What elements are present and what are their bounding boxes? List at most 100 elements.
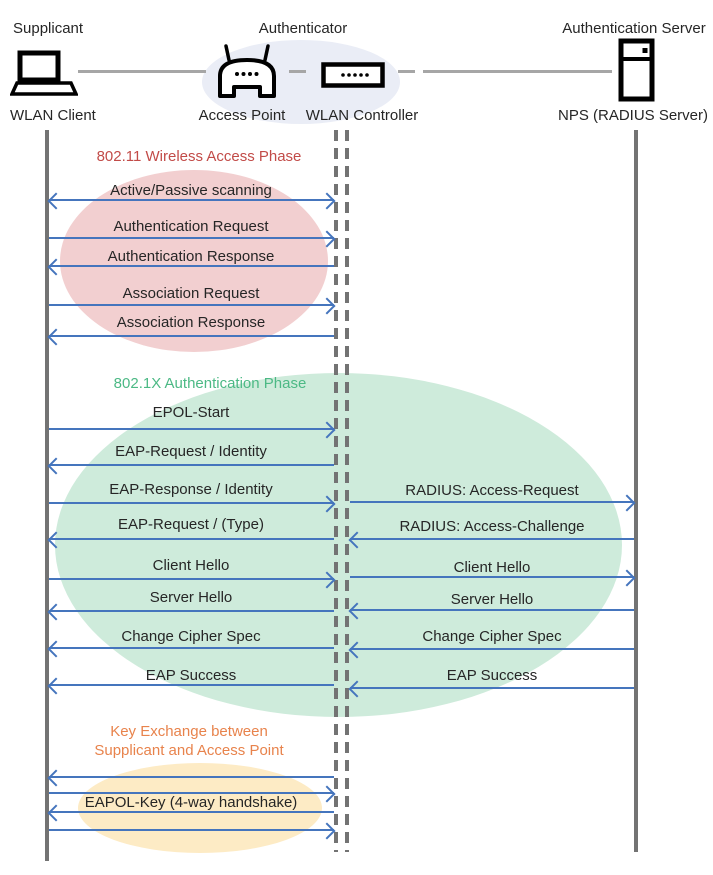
arrow-line <box>49 578 334 580</box>
wlan-controller-lifeline-a <box>334 130 338 852</box>
message-arrow <box>49 297 336 315</box>
device-label-access-point: Access Point <box>198 107 286 124</box>
phase-title-line: Supplicant and Access Point <box>94 742 284 759</box>
arrowhead-right-icon <box>618 494 636 512</box>
message-arrow <box>49 571 336 589</box>
message-label: RADIUS: Access-Challenge <box>399 518 585 535</box>
wlan-controller-icon <box>321 62 385 88</box>
role-label-authenticator: Authenticator <box>258 20 348 37</box>
message-label: Change Cipher Spec <box>121 628 261 645</box>
message-label: EAP Success <box>145 667 237 684</box>
message-label: Server Hello <box>450 591 534 608</box>
arrow-line <box>350 609 634 611</box>
arrowhead-right-icon <box>618 569 636 587</box>
message-arrow <box>47 804 334 822</box>
phase-8021x-ellipse <box>55 373 622 717</box>
message-label: Authentication Request <box>113 218 269 235</box>
arrow-line <box>49 428 334 430</box>
message-arrow <box>47 328 334 346</box>
message-label: EAPOL-Key (4-way handshake) <box>84 794 298 811</box>
arrowhead-right-icon <box>318 192 336 210</box>
wlan-controller-lifeline-b <box>345 130 349 852</box>
message-label: EAP-Request / (Type) <box>118 516 264 533</box>
arrowhead-left-icon <box>47 640 65 658</box>
arrow-line <box>350 576 634 578</box>
message-label: EPOL-Start <box>152 404 230 421</box>
message-arrow <box>47 192 336 210</box>
message-arrow <box>49 785 336 803</box>
arrow-line <box>49 811 334 813</box>
message-label: EAP-Request / Identity <box>115 443 267 460</box>
message-arrow <box>47 603 334 621</box>
arrowhead-left-icon <box>47 457 65 475</box>
phase-title-line: 802.11 Wireless Access Phase <box>96 148 302 165</box>
message-label: EAP Success <box>446 667 538 684</box>
message-arrow <box>49 822 336 840</box>
arrow-line <box>350 648 634 650</box>
arrow-line <box>350 538 634 540</box>
message-label: Active/Passive scanning <box>110 182 272 199</box>
arrowhead-left-icon <box>47 192 65 210</box>
message-arrow <box>49 230 336 248</box>
arrowhead-left-icon <box>47 328 65 346</box>
message-arrow <box>47 258 334 276</box>
connector-line-client-to-ap <box>78 70 206 73</box>
phase-80211-title: 802.11 Wireless Access Phase <box>39 147 359 166</box>
message-arrow <box>348 680 634 698</box>
message-arrow <box>47 531 334 549</box>
phase-title-line: 802.1X Authentication Phase <box>113 375 307 392</box>
arrow-line <box>49 647 334 649</box>
arrow-line <box>49 776 334 778</box>
arrow-line <box>49 538 334 540</box>
server-icon <box>618 38 655 102</box>
message-arrow <box>348 641 634 659</box>
connector-dash-ap-to-controller <box>289 70 306 73</box>
phase-key-exchange-ellipse <box>78 763 322 853</box>
role-label-supplicant: Supplicant <box>13 20 84 37</box>
arrowhead-right-icon <box>318 297 336 315</box>
arrowhead-left-icon <box>47 603 65 621</box>
laptop-icon <box>10 50 78 96</box>
arrow-line <box>49 199 334 201</box>
message-arrow <box>348 531 634 549</box>
message-label: Change Cipher Spec <box>422 628 562 645</box>
phase-title-line: Key Exchange between <box>110 723 268 740</box>
arrow-line <box>350 687 634 689</box>
arrow-line <box>49 829 334 831</box>
arrowhead-left-icon <box>47 804 65 822</box>
message-arrow <box>47 769 334 787</box>
arrow-line <box>49 610 334 612</box>
message-arrow <box>350 494 636 512</box>
message-arrow <box>47 677 334 695</box>
arrow-line <box>49 792 334 794</box>
message-arrow <box>350 569 636 587</box>
device-label-wlan-client: WLAN Client <box>10 107 96 124</box>
message-arrow <box>348 602 634 620</box>
message-label: Client Hello <box>453 559 531 576</box>
message-arrow <box>49 421 336 439</box>
nps-lifeline <box>634 130 638 852</box>
arrow-line <box>49 502 334 504</box>
arrowhead-left-icon <box>47 677 65 695</box>
arrow-line <box>49 265 334 267</box>
message-label: Server Hello <box>149 589 233 606</box>
arrow-line <box>49 237 334 239</box>
message-label: RADIUS: Access-Request <box>405 482 579 499</box>
connector-dash-after-controller <box>398 70 415 73</box>
message-label: EAP-Response / Identity <box>109 481 273 498</box>
message-label: Association Request <box>122 285 260 302</box>
arrow-line <box>49 304 334 306</box>
phase-8021x-title: 802.1X Authentication Phase <box>50 374 370 393</box>
message-arrow <box>49 495 336 513</box>
message-label: Association Response <box>116 314 266 331</box>
message-arrow <box>47 640 334 658</box>
arrow-line <box>49 464 334 466</box>
device-label-nps-radius-server: NPS (RADIUS Server) <box>557 107 709 124</box>
message-label: Authentication Response <box>107 248 275 265</box>
arrowhead-left-icon <box>47 769 65 787</box>
arrowhead-right-icon <box>318 822 336 840</box>
connector-line-controller-to-server <box>423 70 612 73</box>
